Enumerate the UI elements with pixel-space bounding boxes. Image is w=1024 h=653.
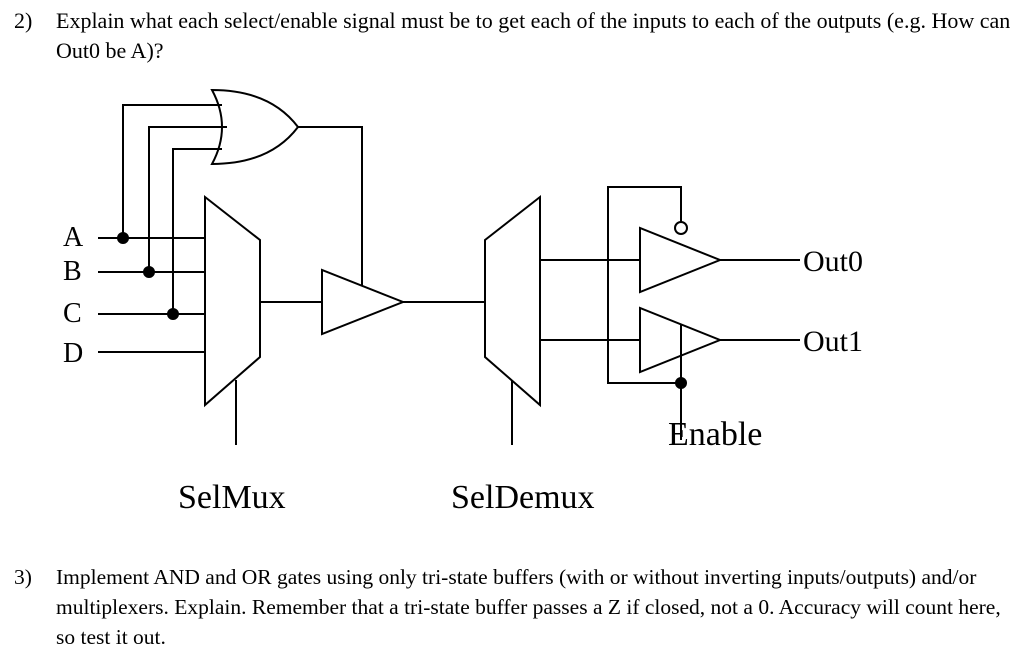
tri-state-buffer: [321, 268, 406, 336]
inverting-enable-bubble: [674, 221, 688, 235]
enable-label: Enable: [668, 416, 762, 453]
input-label-c: C: [63, 298, 82, 329]
question-2-number: 2): [14, 8, 33, 33]
or-gate: [210, 88, 300, 166]
junction-enable: [675, 377, 687, 389]
wire-b-to-or: [148, 126, 227, 272]
question-2: 2) Explain what each select/enable signa…: [14, 6, 1014, 66]
seldemux-label: SelDemux: [451, 479, 595, 516]
input-label-d: D: [63, 338, 83, 369]
output-label-out0: Out0: [803, 245, 863, 278]
question-3-number: 3): [14, 565, 32, 589]
input-label-b: B: [63, 256, 82, 287]
wire-a-to-or: [122, 104, 222, 238]
input-label-a: A: [63, 222, 84, 253]
question-2-text: Explain what each select/enable signal m…: [56, 8, 1011, 63]
wire-c-to-or: [172, 148, 222, 314]
wire-enable-bus: [607, 186, 682, 440]
output-buffer-0: [639, 226, 723, 294]
question-3-text: Implement AND and OR gates using only tr…: [56, 565, 1001, 649]
wire-or-to-buffer-enable: [298, 126, 363, 286]
selmux-label: SelMux: [178, 479, 286, 516]
junction-b: [143, 266, 155, 278]
question-3: 3) Implement AND and OR gates using only…: [14, 562, 1014, 652]
multiplexer: [204, 194, 261, 408]
demultiplexer: [484, 194, 541, 408]
junction-c: [167, 308, 179, 320]
output-label-out1: Out1: [803, 325, 863, 358]
junction-a: [117, 232, 129, 244]
